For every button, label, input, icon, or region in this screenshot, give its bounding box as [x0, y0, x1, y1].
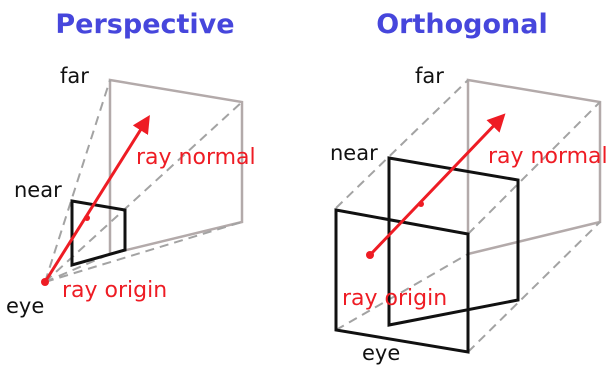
orthogonal-title: Orthogonal	[376, 9, 548, 40]
orthogonal-near-plane	[387, 156, 520, 327]
perspective-far-plane	[108, 78, 244, 256]
frustum-edge-bottom-right	[44, 221, 243, 283]
orthogonal-far-label: far	[415, 64, 444, 88]
perspective-ray-arrow	[43, 114, 150, 283]
ortho-edge-top-right	[467, 101, 601, 235]
orthogonal-panel: Orthogonal far near eye ray normal ray o…	[330, 9, 608, 365]
perspective-near-label: near	[14, 178, 62, 202]
frustum-edge-bottom-left	[44, 253, 111, 283]
ortho-edge-bottom-right	[467, 221, 601, 353]
orthogonal-ray-normal-label: ray normal	[488, 144, 608, 169]
perspective-frustum-lines	[44, 79, 243, 283]
perspective-far-label: far	[60, 64, 89, 88]
orthogonal-eye-plane	[334, 208, 470, 354]
perspective-title: Perspective	[55, 9, 234, 40]
perspective-near-plane	[70, 199, 127, 267]
orthogonal-ray-arrow	[368, 113, 506, 257]
ortho-edge-bottom-left	[335, 253, 469, 331]
orthogonal-ray-near-dot	[418, 201, 424, 207]
orthogonal-volume-lines	[335, 79, 601, 353]
perspective-ray-origin-label: ray origin	[62, 278, 167, 303]
perspective-ray-origin-dot	[41, 278, 49, 286]
ortho-edge-top-left	[335, 79, 469, 209]
orthogonal-ray-origin-dot	[366, 251, 374, 259]
orthogonal-eye-label: eye	[362, 341, 400, 365]
perspective-eye-label: eye	[6, 294, 44, 318]
frustum-edge-top-left	[44, 79, 111, 283]
perspective-ray-near-dot	[84, 215, 90, 221]
perspective-panel: Perspective far near eye ray normal ray …	[6, 9, 256, 318]
orthogonal-near-label: near	[330, 141, 378, 165]
perspective-ray-normal-label: ray normal	[136, 145, 256, 170]
orthogonal-ray-origin-label: ray origin	[342, 286, 447, 311]
